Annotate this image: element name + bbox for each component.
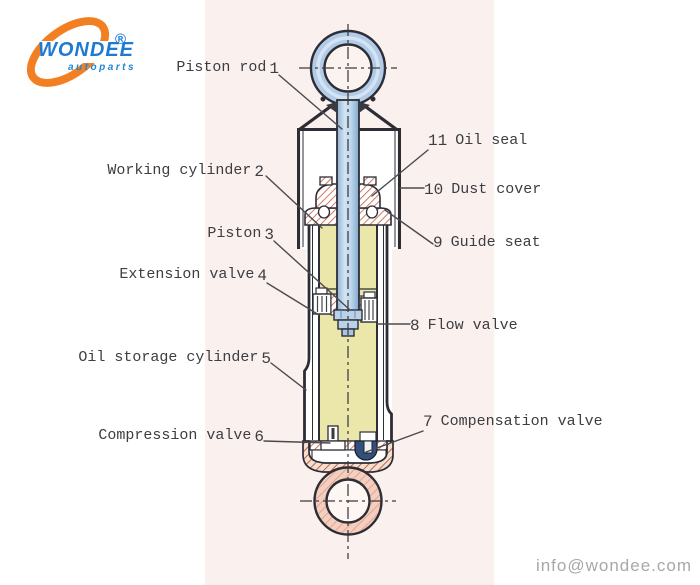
contact-email: info@wondee.com — [535, 556, 692, 575]
logo-brand-text: WONDEE — [38, 39, 134, 61]
logo-swoosh-icon — [26, 17, 132, 87]
compression-valve-shape — [320, 425, 346, 451]
wondee-logo: WONDEE ® autoparts — [18, 5, 178, 105]
registered-trademark-icon: ® — [115, 31, 127, 48]
bottom-cap — [302, 440, 394, 473]
center-lines — [299, 24, 397, 559]
dust-cover-shape — [297, 128, 401, 249]
piston-assembly — [312, 287, 378, 323]
leader-lines — [263, 74, 434, 453]
oil-storage-cylinder-walls — [303, 210, 393, 443]
mount-struts — [299, 102, 397, 131]
flow-valve-shape — [360, 291, 378, 323]
compensation-valve-shape — [354, 431, 378, 461]
logo-subtitle-text: autoparts — [68, 62, 137, 73]
extension-valve-shape — [312, 287, 332, 315]
